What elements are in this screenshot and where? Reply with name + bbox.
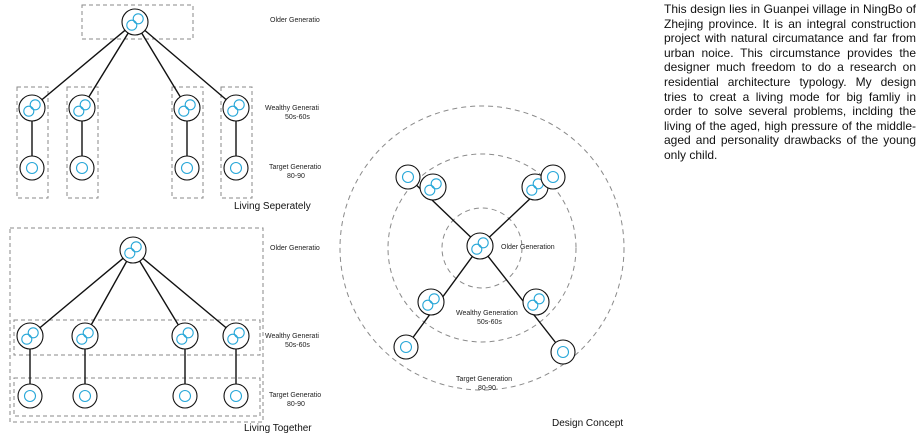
connector-line xyxy=(81,21,136,109)
wealthy-generation-node xyxy=(522,288,550,316)
connector-line xyxy=(132,249,237,337)
target-generation-node xyxy=(223,383,249,409)
connector-line xyxy=(84,249,134,337)
connector-line xyxy=(134,21,237,109)
older-generation-label: Older Generatio xyxy=(270,245,320,252)
target-generation-node xyxy=(395,164,421,190)
target-generation-node xyxy=(550,339,576,365)
connector-line xyxy=(479,245,564,353)
older-generation-label: Older Generation xyxy=(501,244,555,251)
wealthy-generation-node xyxy=(18,94,46,122)
target-generation-label: Target Generatio xyxy=(269,164,322,171)
wealthy-generation-node xyxy=(419,173,447,201)
target-generation-box xyxy=(13,377,261,417)
wealthy-generation-label: Wealthy Generation xyxy=(456,310,518,317)
wealthy-generation-node xyxy=(171,322,199,350)
older-generation-node xyxy=(121,8,149,36)
older-generation-label: Older Generatio xyxy=(270,17,320,24)
design-concept-caption: Design Concept xyxy=(552,418,624,429)
wealthy-generation-node xyxy=(222,94,250,122)
living-seperately-caption: Living Seperately xyxy=(234,201,311,212)
older-generation-ring xyxy=(441,207,523,289)
target-generation-label: Target Generation xyxy=(456,376,513,383)
family-column-box xyxy=(171,86,204,199)
family-column-box xyxy=(66,86,99,199)
family-column-box xyxy=(16,86,49,199)
wealthy-generation-node xyxy=(68,94,96,122)
connector-line xyxy=(29,249,134,337)
wealthy-generation-node xyxy=(417,288,445,316)
target-generation-node xyxy=(393,334,419,360)
target-generation-label: Target Generatio xyxy=(269,392,322,399)
target-generation-years: 80-90 xyxy=(287,401,305,408)
family-column-box xyxy=(220,86,253,199)
target-generation-node xyxy=(223,155,249,181)
living-seperately-diagram xyxy=(16,4,253,199)
wealthy-generation-years: 50s-60s xyxy=(285,342,310,349)
target-generation-node xyxy=(540,164,566,190)
target-generation-years: 80-90 xyxy=(287,173,305,180)
wealthy-generation-box xyxy=(13,319,261,356)
wealthy-generation-label: Wealthy Generati xyxy=(265,333,319,340)
connector-line xyxy=(134,21,188,109)
older-generation-box xyxy=(81,4,194,40)
wealthy-generation-years: 50s-60s xyxy=(285,114,310,121)
target-generation-node xyxy=(69,155,95,181)
outer-box xyxy=(9,227,264,423)
target-generation-node xyxy=(17,383,43,409)
target-generation-node xyxy=(174,155,200,181)
wealthy-generation-ring xyxy=(387,153,577,343)
design-concept-diagram xyxy=(339,105,625,391)
wealthy-generation-years: 50s-60s xyxy=(477,319,502,326)
living-together-diagram xyxy=(9,227,264,423)
older-generation-node xyxy=(119,236,147,264)
target-generation-node xyxy=(72,383,98,409)
target-generation-node xyxy=(19,155,45,181)
wealthy-generation-node xyxy=(71,322,99,350)
wealthy-generation-node xyxy=(173,94,201,122)
target-generation-ring xyxy=(339,105,625,391)
older-generation-node xyxy=(466,232,494,260)
connector-line xyxy=(132,249,186,337)
description-paragraph: This design lies in Guanpei village in N… xyxy=(664,2,916,162)
wealthy-generation-node xyxy=(16,322,44,350)
target-generation-node xyxy=(172,383,198,409)
connector-line xyxy=(31,21,136,109)
living-together-caption: Living Together xyxy=(244,423,312,434)
target-generation-years: 80-90 xyxy=(478,385,496,392)
wealthy-generation-label: Wealthy Generati xyxy=(265,105,319,112)
wealthy-generation-node xyxy=(222,322,250,350)
